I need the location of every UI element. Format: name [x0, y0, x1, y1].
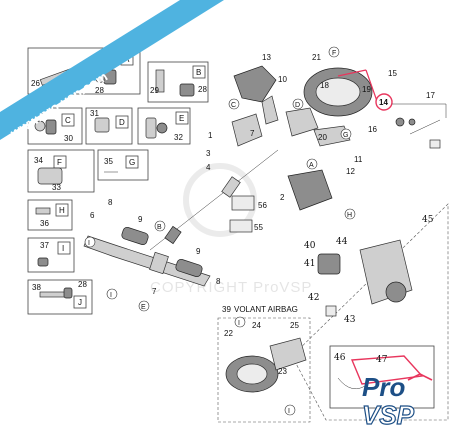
- box-E-letter: E: [179, 114, 184, 123]
- airbag-inset: 39 VOLANT AIRBAG 22 23 24 25 I I: [217, 305, 311, 423]
- part-label-42: 42: [308, 293, 319, 303]
- part-label-33: 33: [52, 183, 61, 192]
- box-F-letter: F: [57, 158, 62, 167]
- part-label-37: 37: [40, 241, 49, 250]
- part-label-7b: 7: [152, 287, 157, 296]
- part-label-36: 36: [40, 219, 49, 228]
- part-label-21: 21: [312, 53, 321, 62]
- part-label-19: 19: [362, 85, 371, 94]
- box-G: G 35: [97, 149, 149, 181]
- column-cover-13: 13: [233, 53, 277, 103]
- part-label-45: 45: [422, 215, 434, 225]
- part-label-47: 47: [376, 355, 388, 365]
- watermark-text: COPYRIGHT ProVSP: [150, 279, 312, 296]
- circle-B-1: B: [157, 224, 162, 231]
- circle-F-1: F: [332, 50, 336, 57]
- part-label-7: 7: [250, 129, 255, 138]
- circle-D-1: D: [295, 102, 300, 109]
- part-label-16: 16: [368, 125, 377, 134]
- part-label-39: 39: [222, 305, 231, 314]
- part-label-29: 29: [150, 86, 159, 95]
- box-E: E 32: [137, 107, 191, 145]
- part-label-18: 18: [320, 81, 329, 90]
- box-D: D 31: [85, 107, 133, 145]
- box-I: I 37: [27, 237, 75, 273]
- box-B: B 29 28: [147, 61, 209, 103]
- part-label-9b: 9: [196, 247, 201, 256]
- circle-A-1: A: [309, 162, 314, 169]
- circle-I-1: I: [88, 240, 90, 247]
- box-C: C 27 30: [27, 107, 83, 145]
- part-label-23: 23: [278, 367, 287, 376]
- part-label-28b: 28: [198, 85, 207, 94]
- part-label-4: 4: [206, 163, 211, 172]
- highlight-part-14: 14: [337, 69, 393, 111]
- part-label-8a: 8: [108, 198, 113, 207]
- circle-C-1: C: [231, 102, 236, 109]
- part-label-35: 35: [104, 157, 113, 166]
- logo-pro-text: Pro: [362, 372, 405, 402]
- box-H: H 36: [27, 199, 73, 231]
- part-label-3: 3: [206, 149, 211, 158]
- box-J-letter: J: [78, 298, 82, 307]
- steering-rack: 6 8 9 9 8 7: [83, 198, 221, 296]
- steering-shaft: 3 4 5 2 56 55: [149, 149, 285, 251]
- part-label-44: 44: [336, 237, 348, 247]
- circle-G-1: G: [343, 132, 348, 139]
- part-label-11: 11: [354, 155, 363, 164]
- circle-letters: C D F A G H B E I I: [84, 46, 356, 312]
- circle-H-1: H: [347, 212, 352, 219]
- part-label-28: 28: [95, 86, 104, 95]
- box-I-letter: I: [62, 244, 64, 253]
- column-switch-parts: 1 10 11 12 16 20 7: [208, 75, 377, 211]
- part-label-13: 13: [262, 53, 271, 62]
- box-D-letter: D: [119, 118, 125, 127]
- part-label-10: 10: [278, 75, 287, 84]
- part-label-24: 24: [252, 321, 261, 330]
- box-J: J 38 28: [27, 279, 93, 315]
- part-label-14: 14: [379, 98, 388, 107]
- part-label-46: 46: [334, 353, 346, 363]
- part-label-55: 55: [254, 223, 263, 232]
- part-label-26: 26: [31, 79, 40, 88]
- part-label-43: 43: [344, 315, 356, 325]
- provsp-logo: Pro VSP: [361, 372, 433, 431]
- part-label-6: 6: [90, 211, 95, 220]
- box-B-letter: B: [196, 68, 201, 77]
- box-F: F 34 33: [27, 149, 95, 193]
- logo-vsp-text: VSP: [362, 400, 415, 430]
- part-17-group: 17: [392, 91, 447, 149]
- part-label-40: 40: [304, 241, 316, 251]
- steering-wheel: 21 15 18 19: [303, 53, 397, 117]
- part-label-34: 34: [34, 156, 43, 165]
- part-label-8b: 8: [216, 277, 221, 286]
- part-label-15: 15: [388, 69, 397, 78]
- eps-region: 40 41 42 43 44 45: [291, 203, 449, 421]
- part-label-2: 2: [280, 193, 285, 202]
- part-label-56: 56: [258, 201, 267, 210]
- part-label-9a: 9: [138, 215, 143, 224]
- part-label-41: 41: [304, 259, 315, 269]
- part-label-31: 31: [90, 109, 99, 118]
- airbag-inset-title: VOLANT AIRBAG: [234, 305, 298, 314]
- part-label-28j: 28: [78, 280, 87, 289]
- part-label-17: 17: [426, 91, 435, 100]
- box-G-letter: G: [129, 158, 135, 167]
- part-label-1: 1: [208, 131, 213, 140]
- car-inset: 46 47: [329, 345, 435, 409]
- box-H-letter: H: [59, 206, 65, 215]
- circle-E-1: E: [141, 304, 146, 311]
- part-label-22: 22: [224, 329, 233, 338]
- part-label-25: 25: [290, 321, 299, 330]
- part-label-12: 12: [346, 167, 355, 176]
- circle-I-4: I: [288, 408, 290, 415]
- part-label-30: 30: [64, 134, 73, 143]
- box-C-letter: C: [65, 116, 71, 125]
- part-label-38: 38: [32, 283, 41, 292]
- part-label-32: 32: [174, 133, 183, 142]
- part-label-20: 20: [318, 133, 327, 142]
- circle-I-3: I: [238, 320, 240, 327]
- circle-I-2: I: [110, 292, 112, 299]
